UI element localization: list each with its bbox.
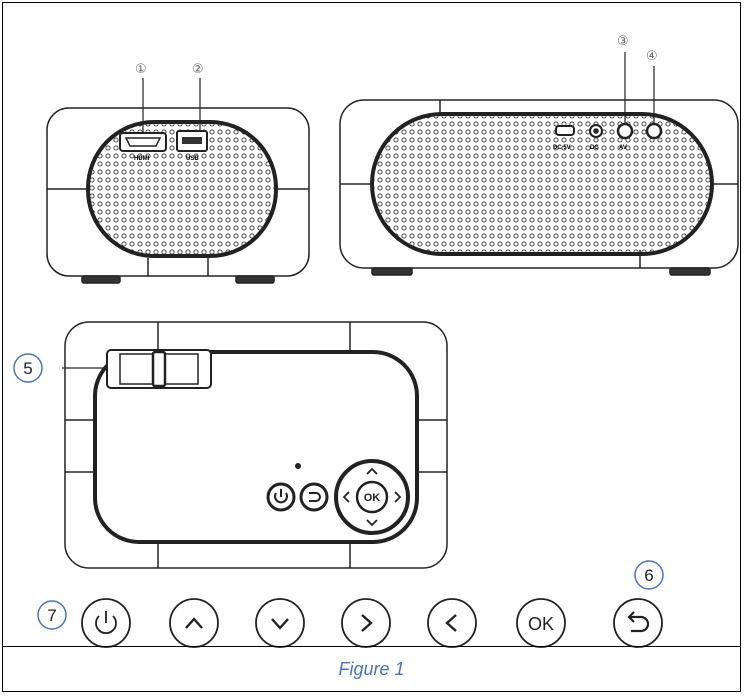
callout-7: 7 (37, 600, 67, 630)
projector-top-view (62, 321, 448, 569)
panel-dpad[interactable] (334, 459, 410, 535)
usb-label: USB (186, 156, 199, 162)
caption-box: Figure 1 (2, 646, 741, 692)
projector-side-view-right (339, 52, 739, 276)
marker-2: ② (192, 62, 204, 77)
svg-text:6: 6 (644, 566, 653, 585)
port-4-icon (645, 122, 663, 140)
return-icon[interactable] (613, 598, 663, 648)
av-port-icon (616, 122, 634, 140)
panel-ok-label: OK (364, 492, 381, 504)
av-label: AV (619, 145, 627, 151)
marker-3: ③ (617, 34, 629, 49)
callout-6: 6 (634, 560, 664, 590)
right-arrow-icon[interactable] (341, 598, 391, 648)
panel-return-button[interactable] (299, 482, 329, 512)
marker-1: ① (135, 62, 147, 77)
svg-text:5: 5 (23, 359, 32, 378)
power-icon[interactable] (81, 598, 131, 648)
svg-text:7: 7 (47, 606, 56, 625)
panel-power-button[interactable] (266, 482, 296, 512)
marker-4: ④ (646, 49, 658, 64)
dc5v-label: DC 5V (553, 145, 571, 151)
left-arrow-icon[interactable] (427, 598, 477, 648)
ok-button-label: OK (528, 614, 554, 634)
down-arrow-icon[interactable] (255, 598, 305, 648)
hdmi-port-icon (119, 132, 167, 152)
hdmi-label: HDMI (134, 156, 150, 162)
dc-label: DC (590, 145, 599, 151)
figure-caption: Figure 1 (338, 659, 405, 679)
ok-button[interactable] (516, 598, 566, 648)
callout-5: 5 (13, 353, 43, 383)
up-arrow-icon[interactable] (169, 598, 219, 648)
projector-side-view-left (46, 78, 310, 284)
dc5v-port-icon (555, 125, 575, 136)
